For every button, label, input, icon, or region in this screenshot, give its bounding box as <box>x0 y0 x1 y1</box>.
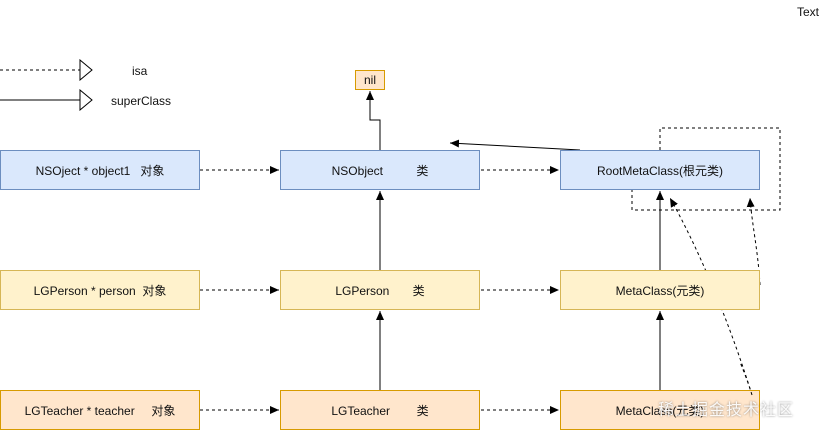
corner-text: Text <box>797 5 820 19</box>
lgperson-class-node: LGPerson 类 <box>280 270 480 310</box>
lgperson-metaclass-node: MetaClass(元类) <box>560 270 760 310</box>
watermark: 稀土掘金技术社区 <box>658 402 795 419</box>
superclass-arrow-rootmeta-to-nsobject <box>449 139 581 151</box>
lgteacher-instance-node: LGTeacher * teacher 对象 <box>0 390 200 430</box>
lgteacher-class-node: LGTeacher 类 <box>280 390 480 430</box>
lgteacher-metaclass-node: MetaClass(元类) <box>560 390 760 430</box>
root-metaclass-node: RootMetaClass(根元类) <box>560 150 760 190</box>
legend-isa-label: isa <box>132 64 148 78</box>
superclass-arrow-nsobject-to-nil <box>366 91 381 150</box>
isa-curve-person-meta-to-root <box>746 197 761 286</box>
legend-superclass-label: superClass <box>111 94 172 108</box>
nsobject-instance-node: NSOject * object1 对象 <box>0 150 200 190</box>
isa-loop-rootmeta-self <box>628 127 781 211</box>
lgperson-instance-node: LGPerson * person 对象 <box>0 270 200 310</box>
nsobject-class-node: NSObject 类 <box>280 150 480 190</box>
isa-curve-teacher-meta-to-root <box>669 197 753 396</box>
nil-node: nil <box>355 70 385 90</box>
